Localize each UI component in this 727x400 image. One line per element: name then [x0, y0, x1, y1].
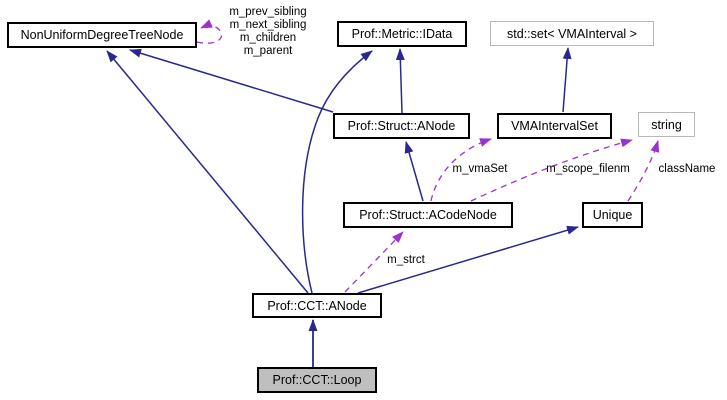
- node-prof-struct-anode[interactable]: Prof::Struct::ANode: [333, 113, 470, 139]
- node-prof-cct-anode[interactable]: Prof::CCT::ANode: [252, 293, 382, 318]
- node-unique[interactable]: Unique: [582, 202, 643, 228]
- edge-cct-anode-to-unique: [357, 225, 579, 294]
- node-string: string: [638, 112, 695, 137]
- node-nonuniformdegreetreenode[interactable]: NonUniformDegreeTreeNode: [7, 22, 197, 48]
- node-prof-struct-acodenode[interactable]: Prof::Struct::ACodeNode: [343, 202, 513, 228]
- edge-cct-anode-to-nonuniformdegreetreenode: [106, 50, 309, 294]
- edge-acodenode-to-struct-anode: [404, 141, 424, 202]
- edge-label-sibling-members: m_prev_sibling m_next_sibling m_children…: [229, 6, 307, 57]
- node-vmaintervalset[interactable]: VMAIntervalSet: [497, 113, 612, 139]
- edge-classname: [627, 140, 660, 202]
- edge-cct-anode-to-metric-idata: [301, 50, 373, 294]
- edge-label-m-scope-filenm: m_scope_filenm: [546, 163, 630, 175]
- edge-vmaintervalset-to-std-set: [562, 47, 572, 113]
- edge-struct-anode-to-nonuniformdegreetreenode: [129, 48, 334, 113]
- node-prof-metric-idata[interactable]: Prof::Metric::IData: [337, 21, 467, 47]
- edge-label-classname: className: [658, 163, 716, 175]
- node-std-set-vmainterval: std::set< VMAInterval >: [490, 21, 654, 46]
- edge-label-m-vmaset: m_vmaSet: [452, 163, 508, 175]
- edge-struct-anode-to-metric-idata: [395, 48, 405, 114]
- edge-m-strct: [344, 231, 404, 293]
- node-prof-cct-loop: Prof::CCT::Loop: [257, 367, 377, 393]
- edge-m-vmaset: [430, 138, 492, 202]
- edge-label-m-strct: m_strct: [387, 254, 425, 266]
- edge-m-scope-filenm: [470, 138, 633, 202]
- edge-self-loop-siblings: [196, 19, 223, 44]
